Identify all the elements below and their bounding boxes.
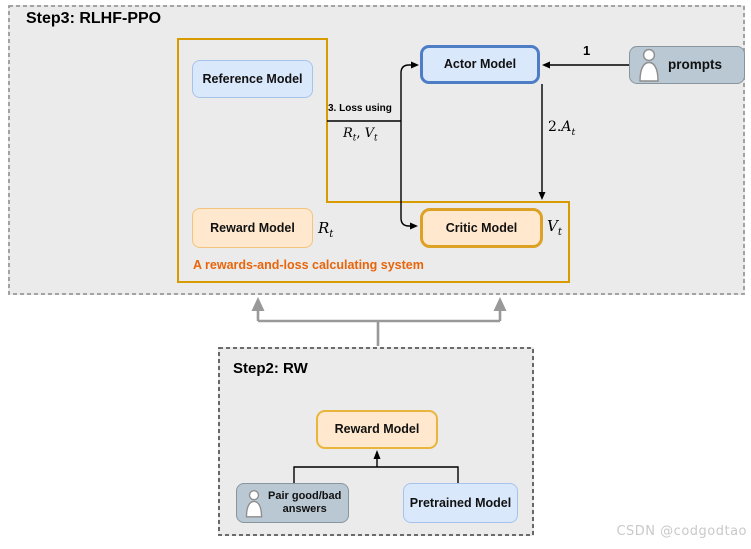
- actor-model-label: Actor Model: [443, 57, 517, 72]
- watermark: CSDN @codgodtao: [616, 524, 747, 539]
- node-reward-model-step3: Reward Model: [192, 208, 313, 248]
- step3-title: Step3: RLHF-PPO: [26, 10, 162, 27]
- step2-title: Step2: RW: [233, 360, 308, 377]
- label-reward-output: Rt: [318, 219, 334, 240]
- edge-step2-to-step3: [256, 311, 502, 346]
- prompts-label: prompts: [668, 57, 722, 73]
- pair-answers-label: Pair good/bad answers: [268, 490, 342, 515]
- person-icon: [639, 48, 659, 82]
- label-step1-number: 1: [583, 43, 591, 58]
- reward-model-step3-label: Reward Model: [210, 220, 295, 235]
- node-actor-model: Actor Model: [420, 45, 540, 84]
- reward-model-step2-label: Reward Model: [334, 422, 420, 437]
- node-reward-model-step2: Reward Model: [316, 410, 438, 449]
- rewards-system-caption: A rewards-and-loss calculating system: [193, 258, 424, 272]
- label-critic-output: Vt: [547, 217, 562, 238]
- label-loss-variables: Rt, Vt: [343, 126, 378, 144]
- node-reference-model: Reference Model: [192, 60, 313, 98]
- node-prompts: prompts: [629, 46, 745, 84]
- arrowhead-gray-right: [493, 297, 507, 311]
- node-pretrained-model: Pretrained Model: [403, 483, 518, 523]
- reference-model-label: Reference Model: [202, 71, 303, 86]
- label-advantage: 2.At: [548, 119, 576, 138]
- pretrained-model-label: Pretrained Model: [409, 495, 512, 510]
- node-pair-answers: Pair good/bad answers: [236, 483, 349, 523]
- critic-model-label: Critic Model: [445, 220, 518, 235]
- arrowhead-gray-left: [251, 297, 265, 311]
- node-critic-model: Critic Model: [420, 208, 543, 248]
- person-icon: [245, 489, 263, 517]
- label-loss-title: 3. Loss using: [328, 103, 392, 114]
